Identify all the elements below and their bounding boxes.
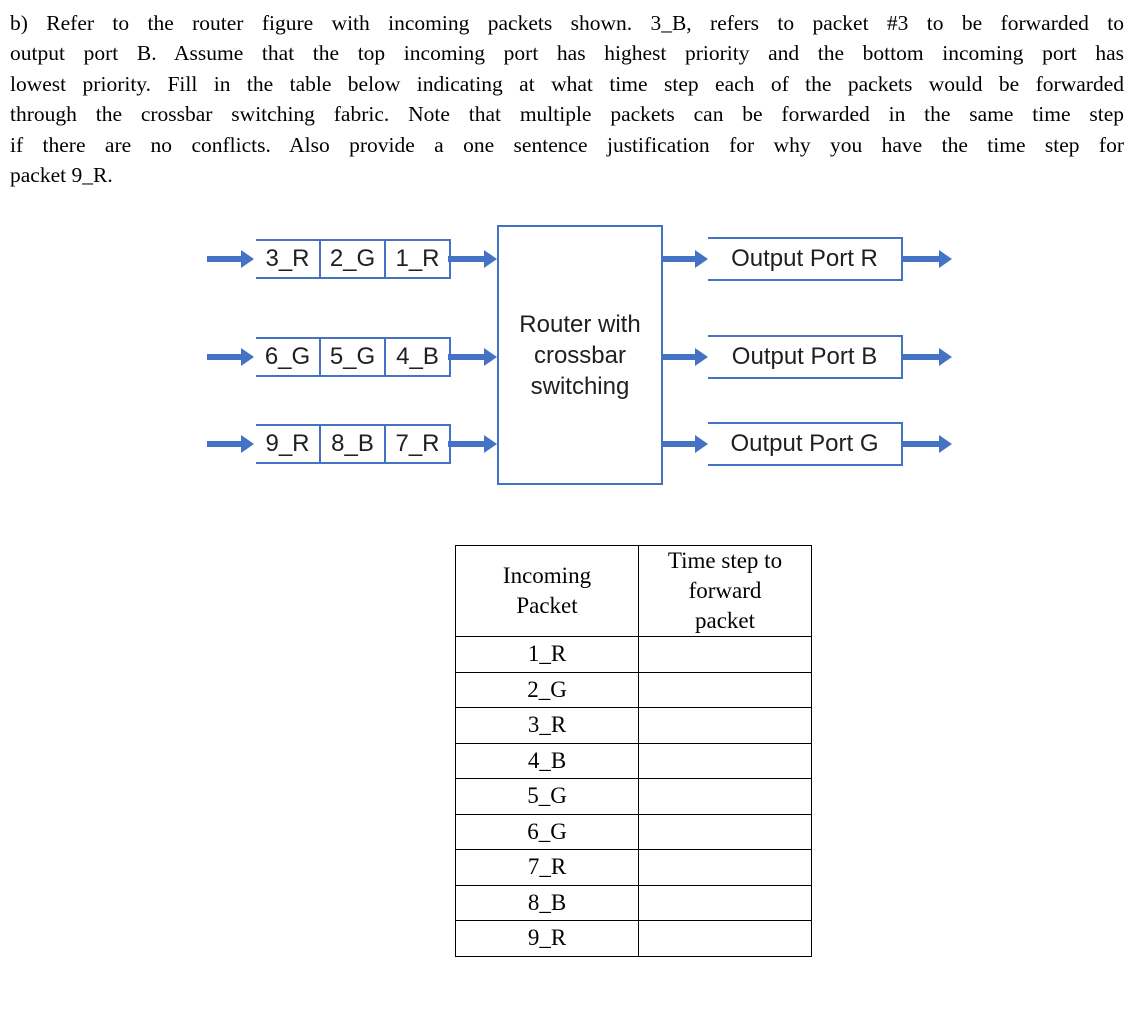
arrow-right-icon [448, 435, 497, 453]
input-queue-1: 3_R 2_G 1_R [256, 239, 451, 279]
time-cell [638, 884, 812, 921]
queue-cell: 7_R [384, 426, 449, 462]
queue-cell: 5_G [319, 339, 384, 375]
question-line: if there are no conflicts. Also provide … [10, 132, 1124, 157]
question-text: b) Refer to the router figure with incom… [10, 8, 1124, 190]
table-header-time-step: Time step to forward packet [638, 545, 812, 637]
arrow-right-icon [903, 435, 952, 453]
question-line: lowest priority. Fill in the table below… [10, 71, 1124, 96]
queue-cell: 2_G [319, 241, 384, 277]
queue-cell: 4_B [384, 339, 449, 375]
arrow-right-icon [207, 435, 254, 453]
table-row: 1_R [455, 636, 812, 673]
time-cell [638, 742, 812, 779]
queue-cell: 1_R [384, 241, 449, 277]
packet-cell: 3_R [455, 707, 639, 744]
arrow-right-icon [903, 348, 952, 366]
table-row: 5_G [455, 778, 812, 815]
time-cell [638, 707, 812, 744]
queue-cell: 9_R [265, 430, 310, 457]
time-cell [638, 849, 812, 886]
output-port-r-box: Output Port R [708, 237, 903, 281]
queue-cell: 8_B [319, 426, 384, 462]
time-cell [638, 920, 812, 957]
output-port-label: Output Port B [731, 343, 878, 370]
arrow-right-icon [207, 250, 254, 268]
router-diagram: 3_R 2_G 1_R 6_G 5_G 4_B 9_R 8_B 7_R Rout… [207, 225, 952, 485]
time-cell [638, 813, 812, 850]
arrow-right-icon [207, 348, 254, 366]
output-port-g-box: Output Port G [708, 422, 903, 466]
time-cell [638, 671, 812, 708]
packet-cell: 6_G [455, 813, 639, 850]
router-label: Router with crossbar switching [519, 310, 641, 400]
forwarding-table: Incoming Packet Time step to forward pac… [455, 545, 812, 957]
question-line: b) Refer to the router figure with incom… [10, 11, 1124, 35]
arrow-right-icon [663, 348, 708, 366]
packet-cell: 5_G [455, 778, 639, 815]
packet-cell: 9_R [455, 920, 639, 957]
table-row: 3_R [455, 707, 812, 744]
table-row: 2_G [455, 671, 812, 708]
input-queue-3: 9_R 8_B 7_R [256, 424, 451, 464]
time-cell [638, 778, 812, 815]
arrow-right-icon [448, 348, 497, 366]
output-port-label: Output Port G [730, 430, 879, 457]
time-cell [638, 636, 812, 673]
queue-cell: 6_G [264, 343, 311, 370]
input-queue-2: 6_G 5_G 4_B [256, 337, 451, 377]
packet-cell: 8_B [455, 884, 639, 921]
table-row: 6_G [455, 813, 812, 850]
table-row: 9_R [455, 920, 812, 957]
table-row: 7_R [455, 849, 812, 886]
arrow-right-icon [448, 250, 497, 268]
router-box: Router with crossbar switching [497, 225, 663, 485]
output-port-b-box: Output Port B [708, 335, 903, 379]
arrow-right-icon [903, 250, 952, 268]
packet-cell: 1_R [455, 636, 639, 673]
table-row: 8_B [455, 884, 812, 921]
packet-cell: 7_R [455, 849, 639, 886]
queue-cell: 3_R [265, 245, 310, 272]
question-line: packet 9_R. [10, 163, 113, 188]
packet-cell: 4_B [455, 742, 639, 779]
table-header-row: Incoming Packet Time step to forward pac… [455, 545, 812, 637]
question-line: output port B. Assume that the top incom… [10, 41, 1124, 66]
packet-cell: 2_G [455, 671, 639, 708]
question-line: through the crossbar switching fabric. N… [10, 102, 1124, 127]
table-header-incoming-packet: Incoming Packet [455, 545, 639, 637]
table-row: 4_B [455, 742, 812, 779]
arrow-right-icon [663, 250, 708, 268]
arrow-right-icon [663, 435, 708, 453]
output-port-label: Output Port R [731, 245, 878, 272]
